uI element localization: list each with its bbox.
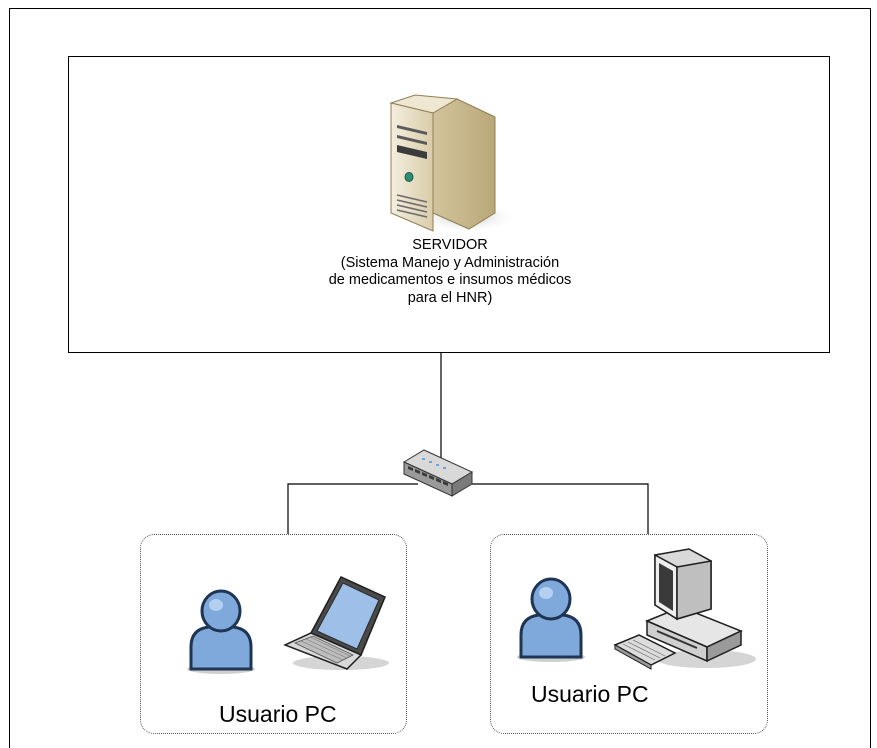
client-label-right: Usuario PC xyxy=(531,681,649,707)
client-node-right: Usuario PC xyxy=(490,534,768,734)
server-title: SERVIDOR xyxy=(412,237,488,253)
desktop-pc-icon xyxy=(613,548,756,670)
server-description-line-3: para el HNR) xyxy=(407,289,493,306)
user-icon xyxy=(517,577,585,662)
switch-to-right-client-line xyxy=(468,483,649,534)
network-switch-icon xyxy=(402,449,474,497)
diagram-frame xyxy=(9,8,871,748)
user-icon xyxy=(187,589,255,674)
laptop-icon xyxy=(283,576,389,670)
server-description-line-2: de medicamentos e insumos médicos xyxy=(328,272,572,288)
server-caption: SERVIDOR (Sistema Manejo y Administració… xyxy=(69,237,831,307)
server-tower-icon xyxy=(389,94,517,233)
client-label-left: Usuario PC xyxy=(219,701,337,727)
client-node-left: Usuario PC xyxy=(140,534,407,734)
switch-to-left-client-line xyxy=(287,483,418,534)
server-description-line-1: (Sistema Manejo y Administración xyxy=(340,254,560,271)
server-node: SERVIDOR (Sistema Manejo y Administració… xyxy=(68,56,830,353)
